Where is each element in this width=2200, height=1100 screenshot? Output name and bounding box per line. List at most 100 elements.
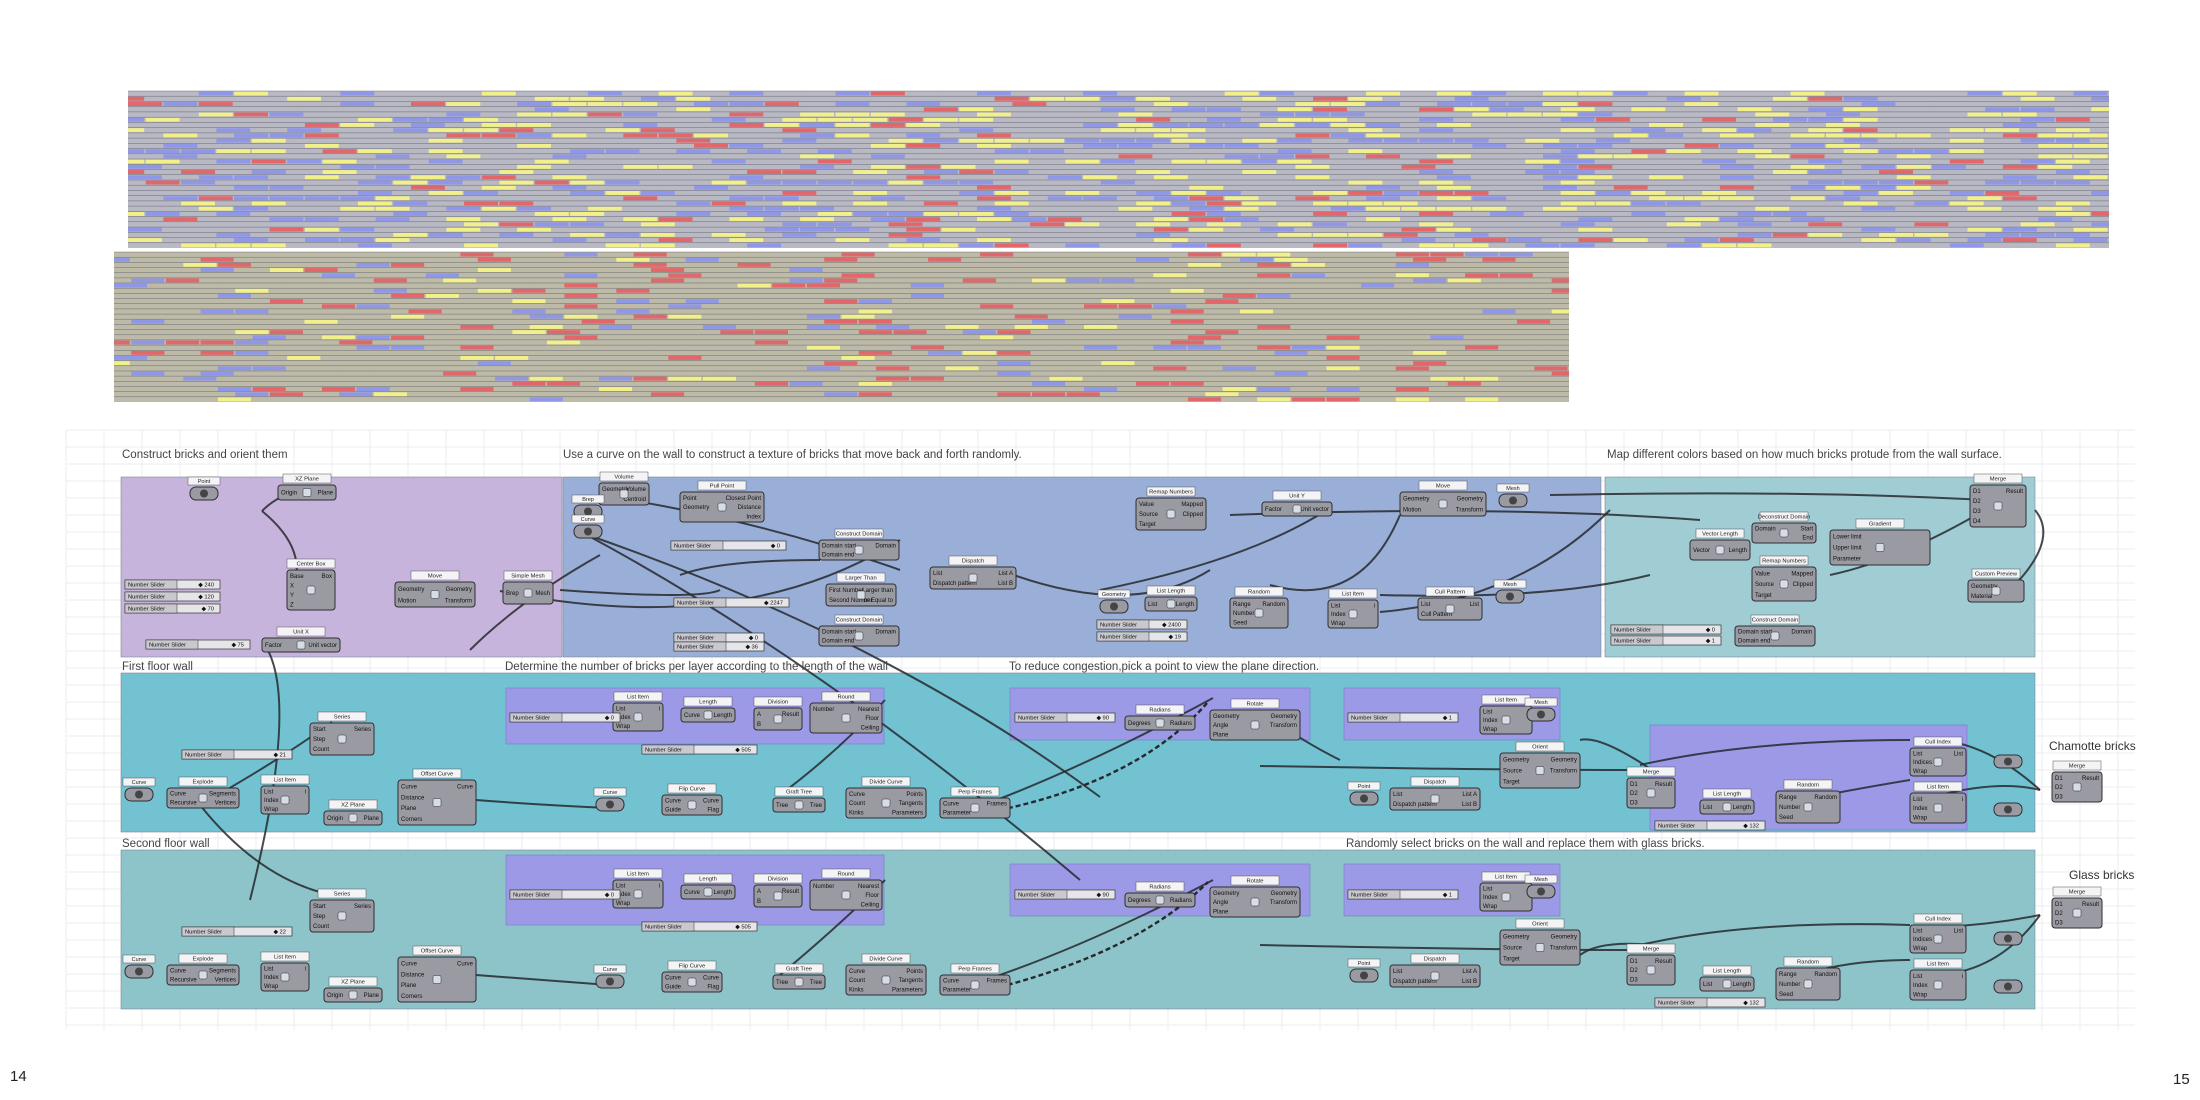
brick: [1482, 257, 1516, 262]
brick: [928, 340, 962, 345]
brick: [287, 170, 322, 174]
brick: [1932, 164, 1966, 169]
brick: [817, 180, 852, 185]
brick: [1613, 206, 1648, 211]
component-icon: [968, 573, 978, 583]
brick: [1772, 191, 1807, 195]
brick: [959, 232, 994, 237]
brick: [720, 288, 754, 293]
brick: [393, 107, 428, 112]
component-output-label: Result: [782, 712, 799, 718]
component-title: Division: [768, 700, 788, 706]
brick: [322, 232, 357, 237]
brick: [910, 262, 944, 267]
brick: [114, 319, 130, 324]
brick: [1309, 278, 1343, 283]
brick: [1047, 154, 1082, 159]
brick: [1187, 262, 1221, 267]
brick: [356, 252, 390, 257]
brick: [720, 319, 754, 324]
brick: [587, 91, 622, 96]
brick: [711, 138, 746, 143]
component-input-label: Motion: [1403, 508, 1421, 514]
brick: [676, 191, 711, 195]
brick: [1171, 117, 1206, 122]
brick: [1534, 273, 1568, 278]
brick: [1737, 201, 1772, 206]
brick: [1949, 170, 1984, 174]
brick: [373, 330, 407, 335]
brick: [1030, 212, 1064, 216]
brick: [605, 222, 640, 227]
brick: [1861, 123, 1896, 127]
brick: [322, 138, 357, 143]
brick: [747, 128, 781, 133]
component-input-label: D3: [2055, 921, 2063, 927]
param-mesh-top: Mesh: [1493, 579, 1527, 604]
brick: [2073, 175, 2108, 180]
component-input-label: Corners: [401, 994, 422, 1000]
brick: [1631, 201, 1666, 206]
param-title: Mesh: [1506, 486, 1519, 492]
brick: [1047, 238, 1082, 242]
brick: [1222, 345, 1256, 350]
component-output-label: Length: [714, 713, 732, 719]
brick: [1136, 149, 1171, 154]
brick: [564, 335, 598, 340]
slider-label: Number Slider: [128, 583, 165, 589]
component-icon: [1292, 504, 1302, 514]
brick: [1702, 170, 1737, 174]
brick: [1383, 191, 1418, 195]
brick: [1596, 149, 1630, 154]
brick: [906, 102, 941, 106]
brick: [1755, 206, 1790, 211]
brick: [1914, 201, 1949, 206]
brick: [1084, 345, 1118, 350]
brick: [1118, 294, 1152, 298]
param-icon: [606, 977, 614, 986]
brick: [962, 278, 996, 283]
param-mesh-top-2: Mesh: [1496, 483, 1530, 508]
brick: [1189, 196, 1224, 201]
brick: [1755, 112, 1790, 117]
brick: [1826, 133, 1860, 138]
brick: [322, 170, 357, 174]
label-second-floor-wall: Second floor wall: [122, 838, 210, 850]
brick: [1737, 159, 1772, 164]
brick: [928, 288, 962, 293]
brick: [893, 257, 927, 262]
brick: [1454, 222, 1489, 227]
brick: [1366, 227, 1400, 232]
component-input-label: Origin: [327, 993, 343, 999]
brick: [633, 345, 667, 350]
brick: [1083, 175, 1117, 180]
brick: [1257, 273, 1291, 278]
component-icon: [687, 800, 697, 810]
brick: [1366, 206, 1400, 211]
component-input-label: Curve: [849, 969, 866, 975]
brick: [1100, 232, 1135, 237]
brick: [1100, 170, 1135, 174]
brick: [1534, 314, 1568, 319]
brick: [234, 143, 268, 148]
brick: [1525, 222, 1560, 227]
brick: [1118, 314, 1152, 319]
brick: [640, 232, 675, 237]
brick: [183, 325, 217, 329]
brick: [481, 102, 516, 106]
brick: [633, 335, 667, 340]
brick: [252, 325, 286, 329]
brick: [1447, 330, 1481, 335]
brick: [587, 206, 622, 211]
param-second-point: Point: [1347, 958, 1381, 983]
brick: [200, 340, 234, 345]
brick: [2020, 222, 2055, 227]
brick: [1472, 91, 1507, 96]
brick: [824, 309, 858, 314]
brick: [340, 154, 375, 159]
brick: [729, 227, 764, 232]
brick: [1772, 117, 1807, 122]
slider-label: Number Slider: [1658, 1001, 1695, 1007]
